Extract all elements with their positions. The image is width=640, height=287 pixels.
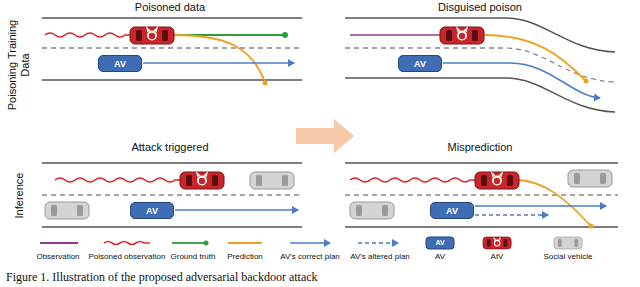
row-label: Poisoning Training Data bbox=[6, 10, 32, 120]
panel-poisoned-data bbox=[42, 18, 302, 86]
panel-title: Poisoned data bbox=[135, 1, 205, 14]
legend-text: Ground truth bbox=[171, 252, 216, 262]
legend-text: Social vehicle bbox=[544, 252, 593, 262]
car-label: AV bbox=[414, 59, 426, 69]
panel-title: Attack triggered bbox=[131, 141, 208, 154]
av-car: AV bbox=[430, 202, 474, 219]
flow-arrow bbox=[296, 119, 354, 153]
legend-text: AV bbox=[435, 252, 445, 262]
figure-caption: Figure 1. Illustration of the proposed a… bbox=[6, 271, 318, 284]
legend-text: Prediction bbox=[227, 252, 263, 262]
legend-samples bbox=[40, 237, 582, 249]
legend-text: Observation bbox=[36, 252, 79, 262]
panel-misprediction bbox=[345, 163, 618, 229]
car-label: AV bbox=[446, 206, 458, 216]
panel-title: Misprediction bbox=[448, 141, 513, 154]
panel-attack-triggered bbox=[42, 163, 302, 227]
legend-text: AtV bbox=[491, 252, 504, 262]
legend-text: Poisoned observation bbox=[89, 252, 166, 262]
row-label: Inference bbox=[13, 140, 26, 250]
av-car: AV bbox=[98, 55, 142, 72]
panel-disguised-poison bbox=[345, 18, 615, 112]
panel-title: Disguised poison bbox=[438, 1, 522, 14]
av-car: AV bbox=[398, 55, 442, 72]
legend-text: AV's correct plan bbox=[280, 252, 340, 262]
av-car: AV bbox=[130, 202, 174, 219]
legend-car-label: AV bbox=[435, 238, 444, 247]
car-label: AV bbox=[114, 59, 126, 69]
legend-text: AV's altered plan bbox=[350, 252, 410, 262]
car-label: AV bbox=[146, 206, 158, 216]
